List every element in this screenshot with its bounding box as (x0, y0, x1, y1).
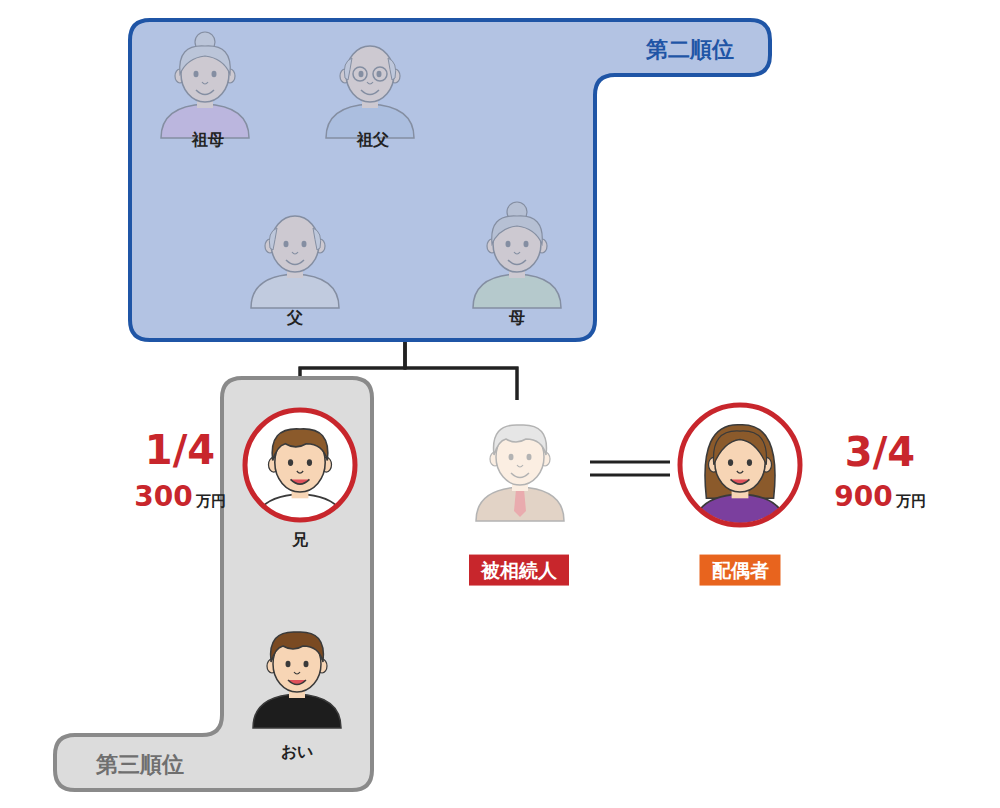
share-fraction: 1/4 (145, 428, 215, 472)
person-node: 父 (250, 195, 340, 330)
person-name: 兄 (292, 531, 308, 549)
person-drawing (253, 632, 341, 728)
share-amount: 900万円 (834, 482, 925, 513)
role-tag: 配偶者 (700, 555, 781, 586)
person-figure (253, 632, 341, 728)
person-name: 祖母 (192, 131, 224, 149)
person-drawing (473, 202, 561, 308)
amount-unit: 万円 (896, 492, 926, 510)
person-drawing (476, 425, 564, 521)
person-name: 父 (287, 309, 303, 327)
role-tag: 被相続人 (469, 555, 569, 586)
person-name: 祖父 (357, 131, 389, 149)
person-node: 兄 1/4 300万円 (130, 405, 360, 555)
band-outline (130, 20, 770, 340)
band-label: 第三順位 (96, 753, 184, 777)
person-figure (161, 32, 249, 138)
heir-ring (245, 410, 355, 520)
family-line (590, 462, 670, 475)
heir-ring (680, 405, 800, 525)
person-node: おい (255, 625, 340, 765)
band-outline (55, 378, 372, 790)
person-figure (473, 202, 561, 308)
person-figure (251, 216, 339, 308)
person-figure (476, 425, 564, 521)
person-figure (326, 46, 414, 138)
person-node: 祖母 (165, 35, 252, 155)
person-name: 母 (509, 309, 525, 327)
amount-unit: 万円 (196, 492, 226, 510)
amount-number: 300 (134, 480, 192, 513)
person-name: おい (281, 743, 313, 761)
person-node: 母 (470, 195, 565, 330)
person-figure (245, 410, 355, 530)
priority-band: 第二順位祖母 祖父父 母 (130, 20, 770, 340)
share-amount: 300万円 (134, 482, 225, 513)
person-node: 配偶者 3/4 900万円 (670, 400, 950, 590)
person-node: 祖父 (338, 35, 413, 155)
person-drawing (251, 216, 339, 308)
share-fraction: 3/4 (845, 430, 915, 474)
amount-number: 900 (834, 480, 892, 513)
person-clip (254, 429, 346, 530)
person-drawing (161, 32, 249, 138)
person-drawing (254, 429, 346, 530)
priority-band: 第三順位 兄 1/4 300万円おい (55, 378, 372, 790)
person-figure (680, 405, 800, 530)
person-node: 被相続人 (450, 400, 590, 590)
band-label: 第二順位 (646, 38, 734, 62)
person-drawing (326, 46, 414, 138)
